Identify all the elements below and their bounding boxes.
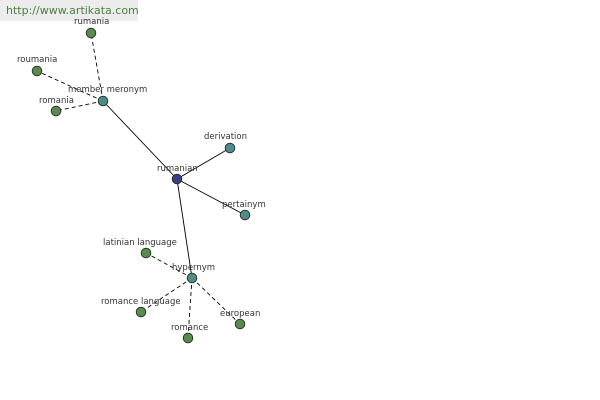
node-label-roumania: roumania	[17, 55, 57, 65]
node-dot-derivation[interactable]	[224, 142, 236, 154]
node-label-pertainym: pertainym	[222, 200, 266, 210]
node-label-rumania: rumania	[74, 17, 109, 27]
node-label-romance: romance	[171, 323, 208, 333]
edge-member-meronym-to-rumania	[90, 32, 104, 102]
node-dot-member-meronym[interactable]	[97, 95, 109, 107]
node-dot-romance-language[interactable]	[135, 306, 147, 318]
node-dot-rumanian[interactable]	[171, 173, 183, 185]
nodes-layer: rumanian member meronym derivation pertainy…	[17, 17, 266, 344]
edge-member-meronym-to-roumania	[36, 70, 104, 102]
node-label-latinian-language: latinian language	[103, 238, 177, 248]
node-dot-pertainym[interactable]	[239, 209, 251, 221]
node-dot-romania[interactable]	[50, 105, 62, 117]
edge-hypernym-to-romance	[187, 277, 193, 339]
edges-layer	[36, 32, 246, 339]
node-romance[interactable]: romance	[171, 323, 208, 344]
node-dot-latinian-language[interactable]	[140, 247, 152, 259]
node-pertainym[interactable]: pertainym	[222, 200, 266, 221]
node-dot-romance[interactable]	[182, 332, 194, 344]
node-european[interactable]: european	[220, 309, 260, 330]
edge-rumanian-to-hypernym	[176, 178, 193, 279]
node-romania[interactable]: romania	[39, 96, 74, 117]
node-label-rumanian: rumanian	[157, 164, 198, 174]
node-dot-european[interactable]	[234, 318, 246, 330]
node-label-member-meronym: member meronym	[68, 85, 147, 95]
node-rumania[interactable]: rumania	[74, 17, 109, 39]
node-label-derivation: derivation	[204, 132, 247, 142]
node-derivation[interactable]: derivation	[204, 132, 247, 154]
edge-hypernym-to-romance-language	[140, 277, 193, 313]
edge-rumanian-to-derivation	[176, 147, 231, 180]
edge-rumanian-to-pertainym	[176, 178, 246, 216]
edge-rumanian-to-member-meronym	[102, 100, 178, 180]
node-member-meronym[interactable]: member meronym	[68, 85, 147, 107]
edge-member-meronym-to-romania	[55, 100, 104, 112]
watermark-link[interactable]: http://www.artikata.com	[0, 0, 139, 21]
edge-hypernym-to-latinian-language	[145, 252, 193, 279]
node-rumanian[interactable]: rumanian	[157, 164, 198, 185]
node-hypernym[interactable]: hypernym	[172, 263, 215, 284]
node-label-european: european	[220, 309, 260, 319]
node-label-romance-language: romance language	[101, 297, 181, 307]
node-dot-hypernym[interactable]	[186, 272, 198, 284]
node-romance-language[interactable]: romance language	[101, 297, 181, 318]
node-dot-rumania[interactable]	[85, 27, 97, 39]
node-roumania[interactable]: roumania	[17, 55, 57, 77]
node-label-hypernym: hypernym	[172, 263, 215, 273]
node-label-romania: romania	[39, 96, 74, 106]
node-dot-roumania[interactable]	[31, 65, 43, 77]
node-latinian-language[interactable]: latinian language	[103, 238, 177, 259]
